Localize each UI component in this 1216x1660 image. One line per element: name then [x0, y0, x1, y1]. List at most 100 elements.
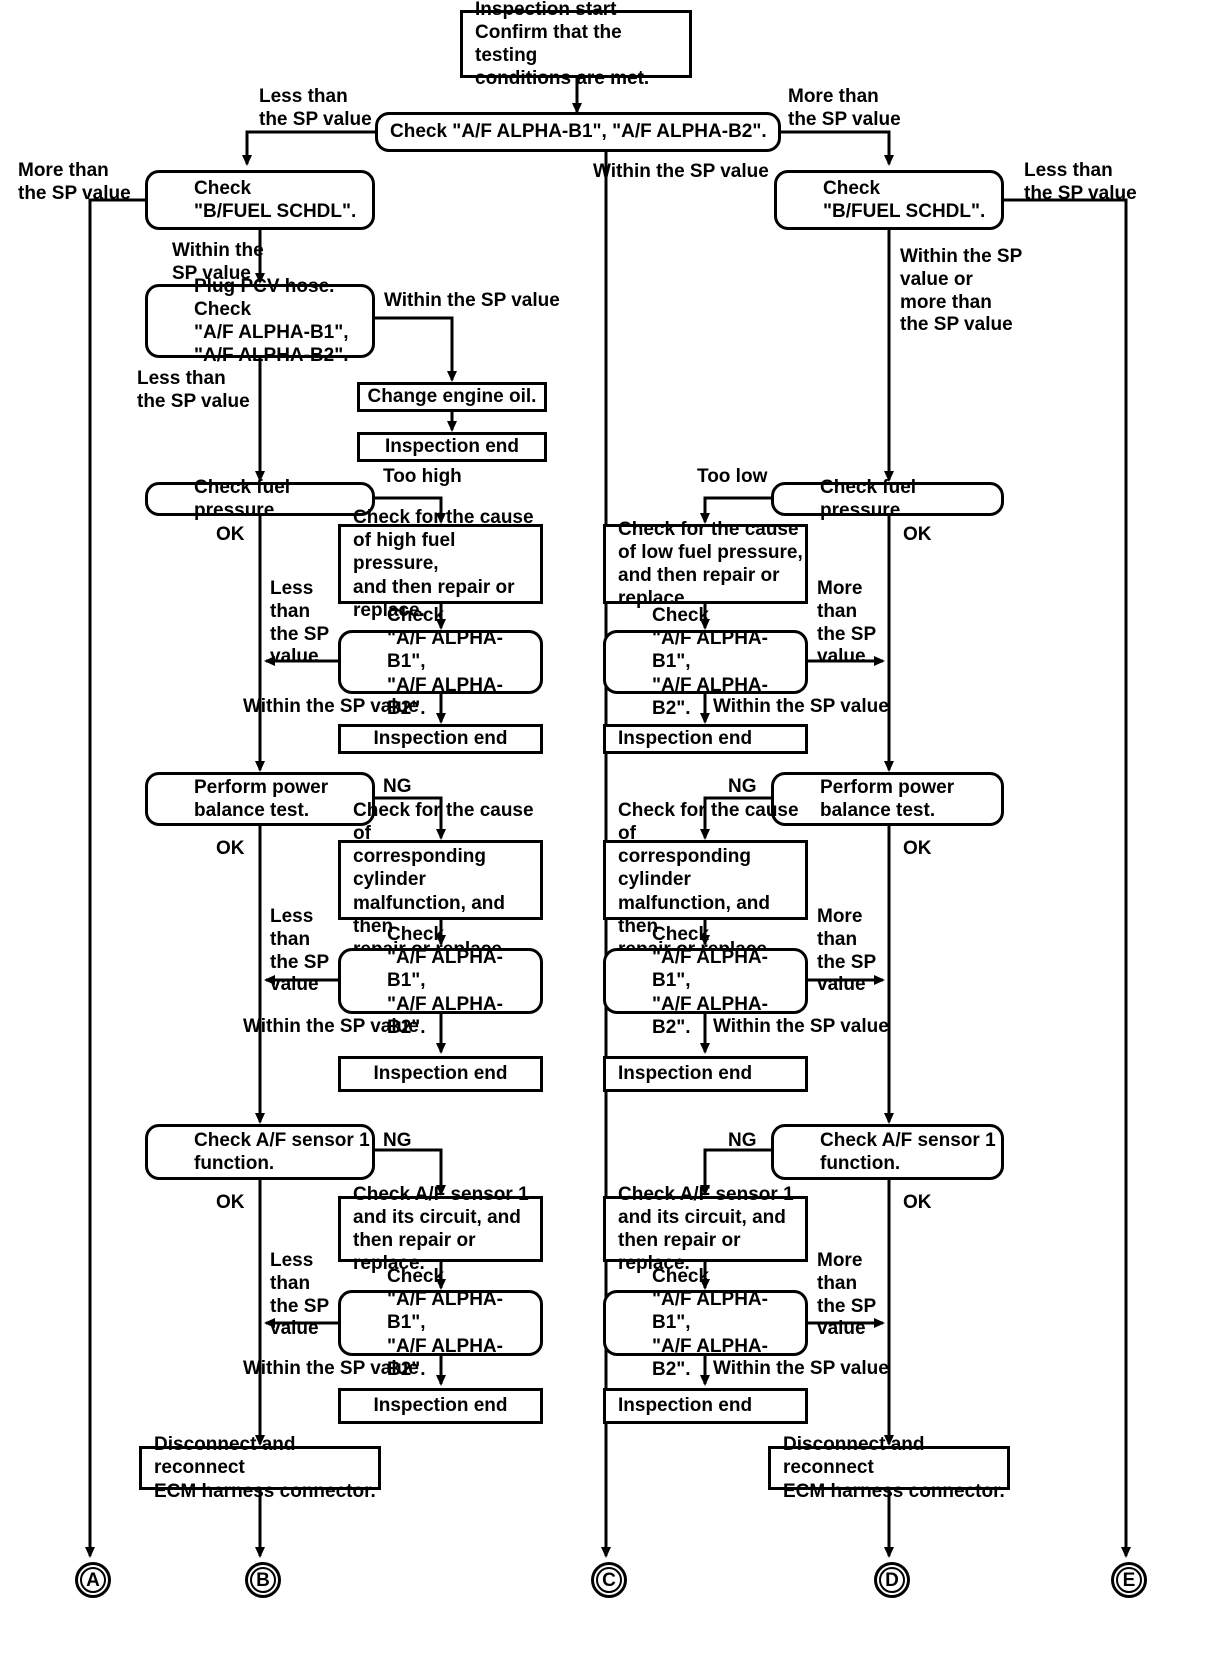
node-inspection-end-6[interactable]: Inspection end [338, 1388, 543, 1424]
node-text: Check "B/FUEL SCHDL". [823, 177, 986, 222]
node-text: Check "A/F ALPHA-B1", "A/F ALPHA-B2". [390, 121, 767, 143]
node-text: Inspection start Confirm that the testin… [475, 0, 650, 90]
label-within-sp-middle: Within the SP value [593, 161, 769, 182]
node-inspection-end-1[interactable]: Inspection end [357, 432, 547, 462]
label-ok-af-left: OK [216, 1192, 245, 1213]
label-ok-pb-left: OK [216, 838, 245, 859]
label-within-sp-pcv: Within the SP value [384, 290, 560, 311]
label-more-sp-top-right: More than the SP value [788, 86, 901, 130]
marker-label: A [86, 1569, 100, 1591]
label-ok-af-right: OK [903, 1192, 932, 1213]
node-cause-low-fuel-pressure[interactable]: Check for the cause of low fuel pressure… [603, 519, 808, 609]
node-text: Check A/F sensor 1 and its circuit, and … [618, 1183, 794, 1275]
marker-label: B [256, 1569, 270, 1591]
node-inspection-end-7[interactable]: Inspection end [603, 1388, 808, 1424]
label-less-sp-af-left: Less than the SP value [270, 1250, 330, 1340]
label-within-sp-pb-right: Within the SP value [713, 1016, 889, 1037]
node-text: Check fuel pressure. [820, 476, 917, 521]
connector-marker-e[interactable]: E [1111, 1562, 1147, 1598]
node-af-sensor-function-left[interactable]: Check A/F sensor 1 function. [145, 1124, 375, 1180]
node-text: Check "B/FUEL SCHDL". [194, 177, 357, 222]
node-text: Disconnect and reconnect ECM harness con… [783, 1434, 1005, 1502]
node-power-balance-right[interactable]: Perform power balance test. [771, 772, 1004, 826]
label-ok-fp-left: OK [216, 524, 245, 545]
node-check-fuel-pressure-right[interactable]: Check fuel pressure. [771, 477, 1004, 521]
label-more-sp-fp-right: More than the SP value [817, 578, 877, 668]
marker-label: E [1122, 1569, 1136, 1591]
node-af-circuit-right[interactable]: Check A/F sensor 1 and its circuit, and … [603, 1184, 808, 1274]
node-ecm-harness-left[interactable]: Disconnect and reconnect ECM harness con… [139, 1434, 381, 1502]
node-text: Check "A/F ALPHA-B1", "A/F ALPHA-B2". [387, 1266, 503, 1380]
node-text: Check for the cause of low fuel pressure… [618, 518, 803, 610]
node-text: Inspection end [373, 1063, 508, 1085]
node-bfuel-schdl-left[interactable]: Check "B/FUEL SCHDL". [145, 170, 375, 230]
node-bfuel-schdl-right[interactable]: Check "B/FUEL SCHDL". [774, 170, 1004, 230]
node-cause-cylinder-left[interactable]: Check for the cause of corresponding cyl… [338, 800, 543, 960]
node-cause-high-fuel-pressure[interactable]: Check for the cause of high fuel pressur… [338, 507, 543, 621]
label-less-sp-fp-left: Less than the SP value [270, 578, 330, 668]
node-text: Change engine oil. [367, 386, 537, 408]
label-ok-fp-right: OK [903, 524, 932, 545]
label-ok-pb-right: OK [903, 838, 932, 859]
node-text: Check "A/F ALPHA-B1", "A/F ALPHA-B2". [652, 1266, 768, 1380]
node-inspection-end-5[interactable]: Inspection end [603, 1056, 808, 1092]
node-ecm-harness-right[interactable]: Disconnect and reconnect ECM harness con… [768, 1434, 1010, 1502]
node-text: Plug PCV hose. Check "A/F ALPHA-B1", "A/… [194, 275, 349, 367]
node-cause-cylinder-right[interactable]: Check for the cause of corresponding cyl… [603, 800, 808, 960]
node-text: Inspection end [618, 1063, 753, 1085]
node-check-alpha-right-2[interactable]: Check "A/F ALPHA-B1", "A/F ALPHA-B2". [603, 605, 808, 719]
node-text: Perform power balance test. [820, 776, 955, 821]
node-text: Check for the cause of high fuel pressur… [353, 507, 534, 621]
node-af-sensor-function-right[interactable]: Check A/F sensor 1 function. [771, 1124, 1004, 1180]
node-text: Disconnect and reconnect ECM harness con… [154, 1434, 376, 1502]
label-less-sp-pcv: Less than the SP value [137, 368, 250, 412]
label-too-low: Too low [697, 466, 768, 487]
node-text: Perform power balance test. [194, 776, 329, 821]
node-check-alpha-right-4[interactable]: Check "A/F ALPHA-B1", "A/F ALPHA-B2". [603, 1266, 808, 1380]
label-less-sp-top-left: Less than the SP value [259, 86, 372, 130]
node-inspection-end-3[interactable]: Inspection end [603, 724, 808, 754]
node-plug-pcv-hose[interactable]: Plug PCV hose. Check "A/F ALPHA-B1", "A/… [145, 276, 375, 366]
node-text: Check "A/F ALPHA-B1", "A/F ALPHA-B2". [652, 924, 768, 1038]
node-check-fuel-pressure-left[interactable]: Check fuel pressure. [145, 477, 375, 521]
connector-marker-a[interactable]: A [75, 1562, 111, 1598]
label-ng-pb-left: NG [383, 776, 412, 797]
label-too-high: Too high [383, 466, 462, 487]
marker-label: D [885, 1569, 899, 1591]
node-text: Check "A/F ALPHA-B1", "A/F ALPHA-B2". [652, 605, 768, 719]
label-more-sp-pb-right: More than the SP value [817, 906, 877, 996]
label-within-sp-af-left: Within the SP value [243, 1358, 419, 1379]
node-change-engine-oil[interactable]: Change engine oil. [357, 382, 547, 412]
label-within-sp-af-right: Within the SP value [713, 1358, 889, 1379]
label-within-sp-fp-left: Within the SP value [243, 696, 419, 717]
label-more-sp-far-left: More than the SP value [18, 160, 131, 204]
node-check-alpha-left-4[interactable]: Check "A/F ALPHA-B1", "A/F ALPHA-B2". [338, 1266, 543, 1380]
node-check-alpha-top[interactable]: Check "A/F ALPHA-B1", "A/F ALPHA-B2". [375, 112, 781, 152]
node-inspection-end-2[interactable]: Inspection end [338, 724, 543, 754]
node-af-circuit-left[interactable]: Check A/F sensor 1 and its circuit, and … [338, 1184, 543, 1274]
node-text: Inspection end [618, 728, 753, 750]
node-check-alpha-left-2[interactable]: Check "A/F ALPHA-B1", "A/F ALPHA-B2". [338, 605, 543, 719]
node-text: Check fuel pressure. [194, 476, 291, 521]
node-text: Check A/F sensor 1 and its circuit, and … [353, 1183, 529, 1275]
connector-marker-c[interactable]: C [591, 1562, 627, 1598]
label-ng-af-right: NG [728, 1130, 757, 1151]
node-check-alpha-left-3[interactable]: Check "A/F ALPHA-B1", "A/F ALPHA-B2". [338, 924, 543, 1038]
connector-marker-b[interactable]: B [245, 1562, 281, 1598]
label-within-sp-right-1: Within the SP value or more than the SP … [900, 246, 1023, 336]
node-text: Check for the cause of corresponding cyl… [618, 799, 799, 960]
node-inspection-end-4[interactable]: Inspection end [338, 1056, 543, 1092]
node-text: Check A/F sensor 1 function. [194, 1129, 370, 1174]
marker-label: C [602, 1569, 616, 1591]
node-text: Inspection end [373, 728, 508, 750]
node-check-alpha-right-3[interactable]: Check "A/F ALPHA-B1", "A/F ALPHA-B2". [603, 924, 808, 1038]
node-power-balance-left[interactable]: Perform power balance test. [145, 772, 375, 826]
node-text: Check A/F sensor 1 function. [820, 1129, 996, 1174]
node-text: Check "A/F ALPHA-B1", "A/F ALPHA-B2". [387, 924, 503, 1038]
node-text: Inspection end [384, 436, 520, 458]
connector-marker-d[interactable]: D [874, 1562, 910, 1598]
node-text: Check for the cause of corresponding cyl… [353, 799, 534, 960]
label-ng-pb-right: NG [728, 776, 757, 797]
node-inspection-start[interactable]: Inspection start Confirm that the testin… [460, 0, 692, 89]
